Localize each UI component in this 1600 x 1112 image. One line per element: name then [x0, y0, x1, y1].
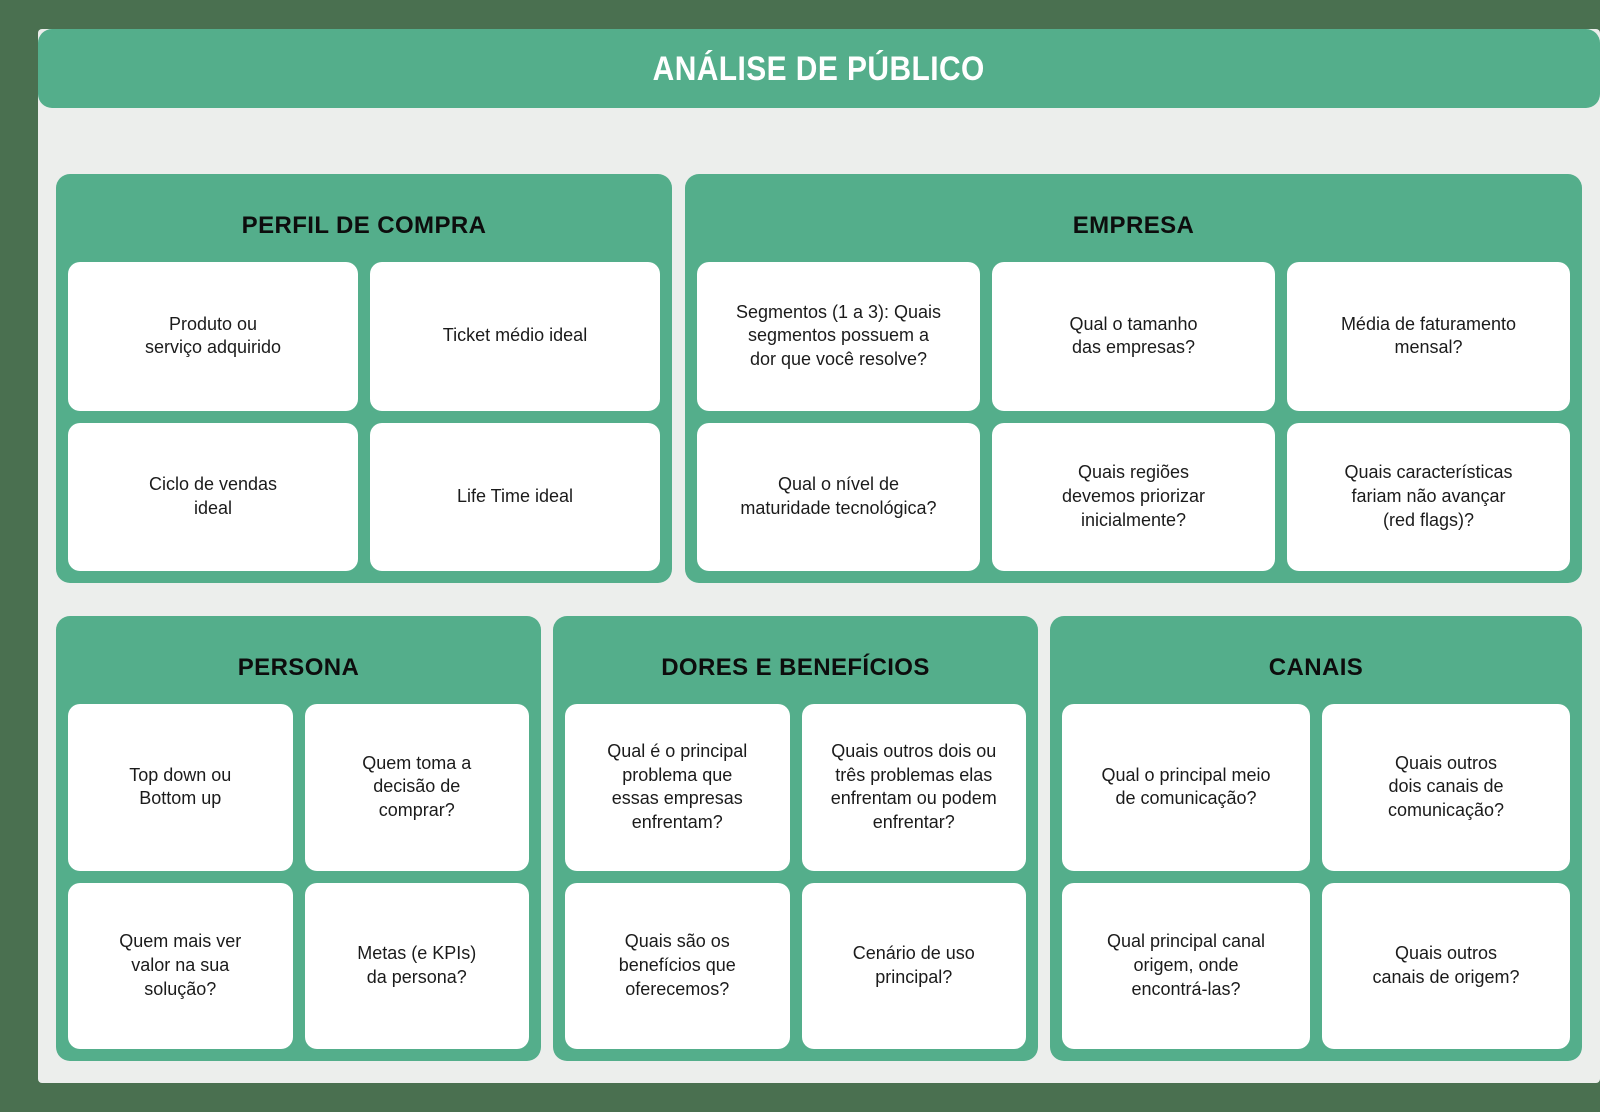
board-title: ANÁLISE DE PÚBLICO	[652, 49, 986, 88]
section-title-perfil-de-compra: PERFIL DE COMPRA	[241, 212, 487, 239]
card[interactable]: Metas (e KPIs)da persona?	[304, 882, 529, 1049]
board-title-bar: ANÁLISE DE PÚBLICO	[38, 29, 1600, 108]
card-label: Life Time ideal	[456, 485, 574, 506]
card[interactable]: Life Time ideal	[370, 422, 660, 571]
section-title-persona: PERSONA	[237, 654, 360, 681]
section-title-empresa: EMPRESA	[1072, 212, 1195, 239]
analise-de-publico-board: ANÁLISE DE PÚBLICO PERFIL DE COMPRA Prod…	[38, 29, 1600, 1083]
card-label: Metas (e KPIs)da persona?	[357, 943, 477, 987]
section-title-dores-e-beneficios: DORES E BENEFÍCIOS	[661, 654, 930, 681]
section-title-canais: CANAIS	[1268, 654, 1364, 681]
card[interactable]: Ticket médio ideal	[370, 262, 660, 411]
card-label: Ticket médio ideal	[442, 325, 588, 346]
